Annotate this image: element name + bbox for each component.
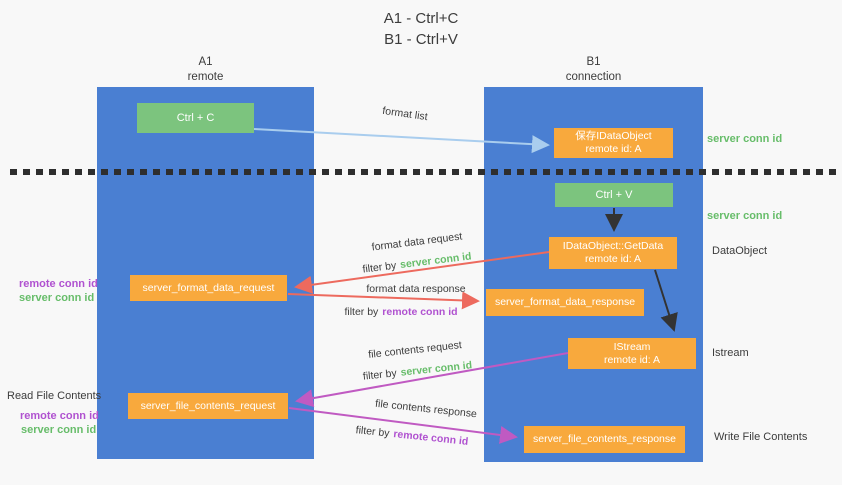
- server-conn-id-annotation-left-top: server conn id: [19, 292, 95, 304]
- getdata-line2: remote id: A: [584, 253, 642, 265]
- server-conn-id-annotation-top: server conn id: [707, 133, 783, 145]
- istream-line1: IStream: [613, 340, 651, 353]
- istream-annotation: Istream: [712, 347, 749, 359]
- server-format-data-response-node: server_format_data_response: [486, 289, 644, 316]
- getdata-node: IDataObject::GetData remote id: A: [549, 237, 677, 269]
- read-file-contents-annotation: Read File Contents: [7, 390, 102, 402]
- dataobject-annotation: DataObject: [712, 245, 768, 257]
- save-dataobject-line1: 保存IDataObject: [575, 130, 652, 142]
- lane-b-header: B1 connection: [484, 55, 703, 85]
- lane-a-header: A1 remote: [97, 55, 314, 85]
- lane-b-name: B1: [586, 56, 601, 68]
- server-conn-id-annotation-left-bottom: server conn id: [21, 424, 97, 436]
- lane-a-subtitle: remote: [187, 71, 224, 83]
- istream-node: IStream remote id: A: [568, 338, 696, 369]
- format-list-label: format list: [381, 104, 429, 124]
- title-line-2: B1 - Ctrl+V: [384, 31, 458, 48]
- remote-conn-id-text: remote conn id: [392, 428, 469, 448]
- ctrl-v-node: Ctrl + V: [555, 183, 673, 207]
- write-file-contents-annotation: Write File Contents: [714, 431, 808, 443]
- filter-by-text: filter by: [344, 306, 379, 318]
- remote-conn-id-annotation-left-bottom: remote conn id: [20, 410, 99, 422]
- server-file-contents-response-label: server_file_contents_response: [532, 433, 676, 445]
- server-conn-id-text: server conn id: [399, 359, 473, 379]
- ctrl-c-label: Ctrl + C: [176, 111, 215, 124]
- file-contents-response-label: file contents response: [374, 397, 478, 421]
- server-conn-id-text: server conn id: [399, 250, 473, 272]
- server-file-contents-request-label: server_file_contents_request: [140, 399, 276, 412]
- remote-conn-id-text: remote conn id: [382, 306, 458, 318]
- server-format-data-request-label: server_format_data_request: [142, 281, 275, 294]
- save-dataobject-line2: remote id: A: [585, 143, 642, 155]
- server-format-data-request-node: server_format_data_request: [130, 275, 287, 301]
- format-data-response-arrow: [287, 291, 480, 310]
- title-line-1: A1 - Ctrl+C: [383, 10, 459, 27]
- filter-by-text: filter by: [361, 259, 397, 276]
- format-data-response-label: format data response: [366, 283, 466, 295]
- getdata-line1: IDataObject::GetData: [562, 240, 664, 252]
- format-data-request-label: format data request: [371, 230, 463, 254]
- server-format-data-response-label: server_format_data_response: [494, 296, 636, 308]
- filter-by-text: filter by: [355, 424, 391, 440]
- server-file-contents-request-node: server_file_contents_request: [128, 393, 288, 419]
- ctrl-c-node: Ctrl + C: [137, 103, 254, 133]
- lane-b-subtitle: connection: [565, 71, 622, 83]
- filter-by-text: filter by: [362, 367, 398, 383]
- remote-conn-id-annotation-left-top: remote conn id: [19, 278, 98, 290]
- diagram-title: A1 - Ctrl+C B1 - Ctrl+V: [321, 8, 521, 50]
- save-dataobject-node: 保存IDataObject remote id: A: [554, 128, 673, 158]
- lane-a-name: A1: [198, 56, 213, 68]
- server-conn-id-annotation-mid: server conn id: [707, 210, 783, 222]
- istream-line2: remote id: A: [603, 353, 661, 366]
- file-contents-request-label: file contents request: [367, 339, 463, 361]
- ctrl-v-label: Ctrl + V: [595, 188, 633, 201]
- server-file-contents-response-node: server_file_contents_response: [524, 426, 685, 453]
